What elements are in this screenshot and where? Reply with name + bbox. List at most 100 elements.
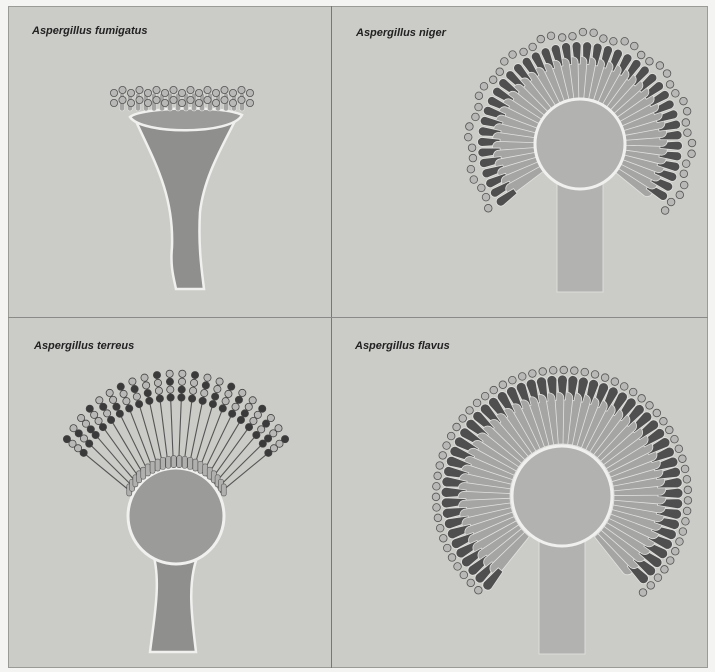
conidium [99,423,106,430]
conidium [212,89,219,96]
conidium [141,374,148,381]
conidium [639,589,647,597]
conidium [187,96,194,103]
conidium [189,387,196,394]
conidium [501,58,509,66]
conidium [520,48,528,56]
conidium [683,476,691,484]
metula [198,461,203,473]
conidium [246,89,253,96]
conidium [601,374,609,382]
conidium [129,378,136,385]
conidium [95,417,102,424]
conidium [509,51,517,59]
conidium [146,397,153,404]
conidium [202,382,209,389]
conidium [190,379,197,386]
conidium [447,432,455,440]
conidiophore-flavus [332,318,707,667]
conidium [178,386,185,393]
conidium [647,582,655,590]
conidium [178,89,185,96]
conidium [238,86,245,93]
conidium [113,403,120,410]
metula [166,456,171,468]
conidium [653,409,661,417]
conidium [432,493,440,501]
conidium [629,388,637,396]
vesicle [512,446,612,546]
conidium [600,35,608,43]
conidium [679,528,687,536]
conidium [630,42,638,50]
conidium [464,133,472,141]
conidium [153,371,160,378]
conidium [660,417,668,425]
metula [177,456,182,468]
conidium [481,392,489,400]
conidium [281,436,288,443]
metula [193,459,198,471]
conidium [579,28,587,36]
conidium [490,386,498,394]
conidium [109,396,116,403]
conidium [167,394,174,401]
metula [155,459,160,471]
conidium [178,378,185,385]
conidium [454,563,462,571]
conidium [478,184,486,192]
conidium [570,367,578,375]
conidium [680,170,688,178]
conidium [433,504,441,512]
panel-niger: Aspergillus niger [332,7,707,317]
conidium [637,51,645,59]
conidium [166,378,173,385]
conidium [229,410,236,417]
conidium [120,390,127,397]
conidium [235,396,242,403]
conidium [110,89,117,96]
conidium [153,86,160,93]
conidium [195,89,202,96]
conidium [221,86,228,93]
metula [145,464,150,476]
conidium [675,445,683,453]
conidium [496,68,504,76]
conidium [537,35,545,43]
conidium [620,383,628,391]
conidium [195,99,202,106]
conidium [267,414,274,421]
conidium [433,483,441,491]
conidiophore-terreus [9,318,331,667]
conidium [684,486,692,494]
conidium [436,462,444,470]
conidium [661,207,669,215]
conidium [167,386,174,393]
conidium [459,415,467,423]
conidium [473,399,481,407]
conidium [219,405,226,412]
vesicle [535,99,625,189]
conidium [216,378,223,385]
conidium [237,416,244,423]
conidium [143,382,150,389]
conidium [676,538,684,546]
conidium [123,398,130,405]
conidium [229,89,236,96]
conidium [440,534,448,542]
conidium [154,379,161,386]
conidium [63,436,70,443]
conidium [680,181,688,189]
metula [160,457,165,469]
conidium [229,99,236,106]
conidium [672,89,680,97]
conidium [621,37,629,45]
conidium [666,81,674,89]
conidium [547,32,555,40]
conidium [436,524,444,532]
stipe [134,117,237,289]
conidium [204,96,211,103]
conidium [671,435,679,443]
conidium [466,407,474,415]
conidium [144,390,151,397]
